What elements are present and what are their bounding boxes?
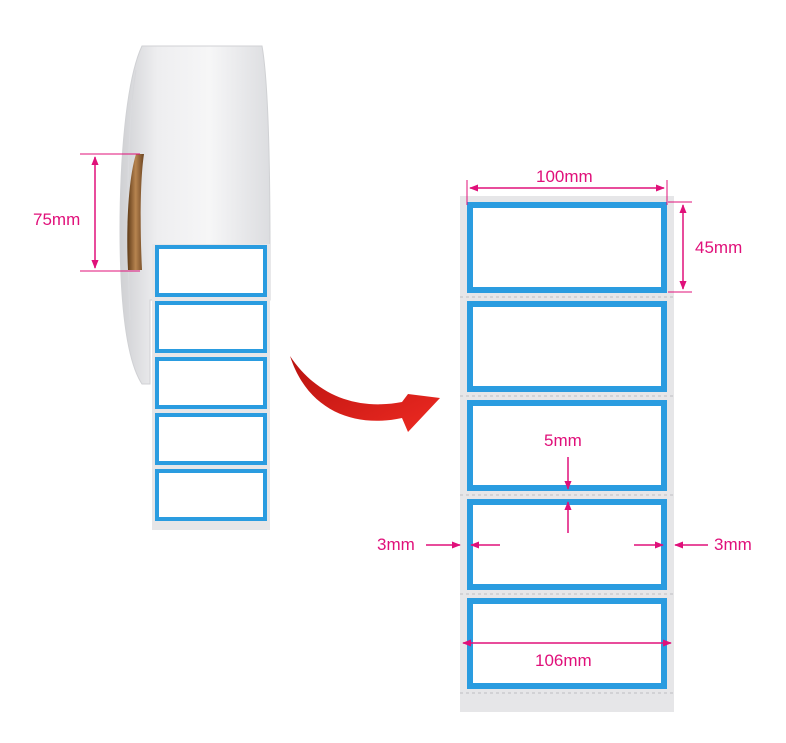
core-diameter-label: 75mm <box>33 210 81 229</box>
roll-label-5 <box>155 469 267 521</box>
side-margin-left-label: 3mm <box>377 535 415 554</box>
roll-label-4 <box>155 413 267 465</box>
liner-width-label: 106mm <box>535 651 592 670</box>
curved-arrow-icon <box>290 356 440 432</box>
label-gap-label: 5mm <box>544 431 582 450</box>
label-roll-icon <box>119 45 271 530</box>
sheet-label-2 <box>467 301 667 392</box>
roll-label-3 <box>155 357 267 409</box>
label-width-label: 100mm <box>536 167 593 186</box>
roll-label-1 <box>155 245 267 297</box>
roll-core <box>127 154 144 270</box>
label-height-label: 45mm <box>695 238 743 257</box>
label-height-dimension <box>668 201 692 293</box>
core-diameter-dimension <box>80 153 140 272</box>
label-sheet <box>460 196 674 712</box>
side-margin-right-label: 3mm <box>714 535 752 554</box>
sheet-label-1 <box>467 202 667 293</box>
roll-label-2 <box>155 301 267 353</box>
label-width-dimension <box>466 180 668 205</box>
sheet-label-3 <box>467 400 667 491</box>
